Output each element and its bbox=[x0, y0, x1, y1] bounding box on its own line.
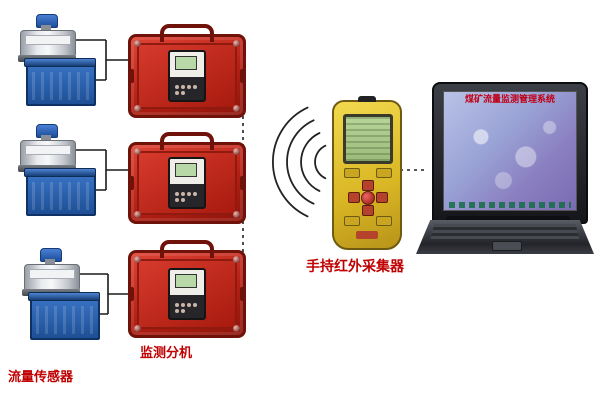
laptop-base bbox=[416, 220, 594, 254]
flow-sensor-label: 流量传感器 bbox=[8, 370, 74, 385]
monitor-case-2 bbox=[128, 132, 246, 224]
infrared-window bbox=[358, 96, 376, 102]
panel-buttons bbox=[175, 85, 199, 95]
sensor-junction-box bbox=[28, 292, 100, 340]
handheld-collector-device bbox=[332, 96, 402, 250]
case-control-panel bbox=[168, 268, 206, 320]
panel-display bbox=[175, 274, 197, 288]
enter-key bbox=[361, 191, 375, 205]
screw-icon bbox=[233, 148, 240, 155]
laptop-screen: 煤矿流量监测管理系统 bbox=[443, 91, 577, 211]
key-button bbox=[344, 216, 360, 226]
case-latch bbox=[240, 69, 245, 83]
flow-sensor-group-2 bbox=[18, 124, 118, 216]
case-control-panel bbox=[168, 157, 206, 209]
laptop-computer: 煤矿流量监测管理系统 bbox=[416, 82, 594, 254]
connector-bracket-2 bbox=[74, 149, 128, 191]
screw-icon bbox=[134, 256, 141, 263]
laptop-touchpad bbox=[492, 241, 522, 251]
case-handle bbox=[160, 24, 214, 42]
case-latch bbox=[129, 69, 134, 83]
flow-sensor-group-1 bbox=[18, 14, 118, 106]
down-key bbox=[362, 205, 374, 216]
laptop-screen-menu-strip bbox=[449, 202, 571, 208]
transmitter-band bbox=[25, 35, 71, 45]
screw-icon bbox=[233, 256, 240, 263]
box-lip bbox=[24, 168, 96, 177]
box-ribs bbox=[32, 72, 90, 100]
box-ribs bbox=[32, 182, 90, 210]
handheld-collector-label: 手持红外采集器 bbox=[306, 259, 404, 275]
key-button bbox=[344, 168, 360, 178]
sensor-junction-box bbox=[24, 168, 96, 216]
laptop-screen-title: 煤矿流量监测管理系统 bbox=[464, 95, 555, 105]
screw-icon bbox=[134, 105, 141, 112]
screw-icon bbox=[233, 40, 240, 47]
panel-buttons bbox=[175, 303, 199, 313]
screw-icon bbox=[134, 325, 141, 332]
right-key bbox=[376, 192, 388, 203]
panel-display bbox=[175, 56, 197, 70]
handheld-lcd-screen bbox=[343, 114, 393, 164]
sensor-junction-box bbox=[24, 58, 96, 106]
screw-icon bbox=[134, 148, 141, 155]
connector-bracket-1 bbox=[74, 39, 128, 81]
laptop-keyboard bbox=[430, 224, 580, 241]
key-button bbox=[376, 216, 392, 226]
case-latch bbox=[129, 176, 134, 190]
case-handle bbox=[160, 132, 214, 150]
case-control-panel bbox=[168, 50, 206, 102]
flow-transmitter-icon bbox=[18, 124, 76, 172]
box-lip bbox=[24, 58, 96, 67]
transmitter-neck bbox=[41, 25, 51, 31]
transmitter-neck bbox=[41, 135, 51, 141]
transmitter-band bbox=[29, 269, 75, 279]
connector-bracket-3 bbox=[78, 273, 128, 315]
transmitter-neck bbox=[45, 259, 55, 265]
monitor-case-3 bbox=[128, 240, 246, 338]
up-key bbox=[362, 180, 374, 191]
transmitter-band bbox=[25, 145, 71, 155]
monitor-case-1 bbox=[128, 24, 246, 118]
flow-transmitter-icon bbox=[18, 14, 76, 62]
handheld-keypad bbox=[342, 168, 392, 226]
panel-buttons bbox=[175, 192, 199, 202]
case-latch bbox=[240, 176, 245, 190]
laptop-hinge bbox=[446, 216, 570, 222]
screw-icon bbox=[134, 211, 141, 218]
screw-icon bbox=[233, 105, 240, 112]
box-ribs bbox=[36, 306, 94, 334]
screw-icon bbox=[233, 211, 240, 218]
flow-transmitter-icon bbox=[22, 248, 80, 296]
wireless-signal-arcs bbox=[272, 106, 327, 218]
laptop-screen-frame: 煤矿流量监测管理系统 bbox=[432, 82, 588, 224]
key-button bbox=[376, 168, 392, 178]
case-latch bbox=[129, 287, 134, 301]
case-latch bbox=[240, 287, 245, 301]
box-lip bbox=[28, 292, 100, 301]
handheld-badge bbox=[356, 231, 378, 239]
case-handle bbox=[160, 240, 214, 258]
screw-icon bbox=[233, 325, 240, 332]
panel-display bbox=[175, 163, 197, 177]
screw-icon bbox=[134, 40, 141, 47]
flow-sensor-group-3 bbox=[22, 248, 122, 340]
left-key bbox=[348, 192, 360, 203]
monitor-unit-label: 监测分机 bbox=[140, 346, 193, 361]
